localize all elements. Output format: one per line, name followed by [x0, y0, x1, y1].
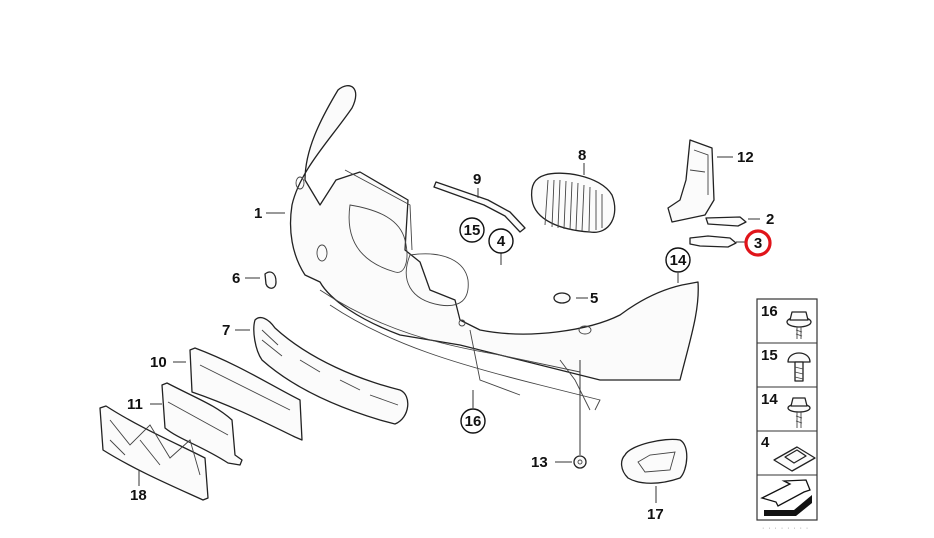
trim-strip[interactable]: [433, 181, 526, 233]
callout-1[interactable]: 1: [254, 205, 262, 222]
callout-12[interactable]: 12: [737, 149, 754, 166]
svg-text:4: 4: [497, 233, 506, 250]
callout-15[interactable]: 15: [459, 217, 485, 243]
direction-arrow-icon: [760, 479, 812, 516]
expanding-rivet[interactable]: [573, 360, 587, 469]
legend-label-14: 14: [761, 391, 778, 408]
pan-head-screw-icon: [787, 352, 811, 382]
callout-17[interactable]: 17: [647, 506, 664, 523]
svg-text:16: 16: [465, 413, 482, 430]
license-plate-base[interactable]: [189, 347, 303, 441]
square-nut-clip-icon: [773, 446, 816, 472]
legend-label-4: 4: [761, 434, 770, 451]
kidney-grille[interactable]: [530, 172, 616, 233]
cover-trim[interactable]: [620, 438, 688, 484]
callout-3-highlighted[interactable]: 3: [744, 229, 772, 257]
callout-7[interactable]: 7: [222, 322, 230, 339]
svg-text:14: 14: [670, 252, 687, 269]
mounting-frame[interactable]: [99, 405, 209, 501]
bracket-left[interactable]: [705, 216, 747, 227]
fastener-legend: 16 15 14 4: [756, 298, 818, 521]
legend-label-16: 16: [761, 303, 778, 320]
svg-text:15: 15: [464, 222, 481, 239]
svg-text:3: 3: [754, 235, 762, 252]
callout-2[interactable]: 2: [766, 211, 774, 228]
callout-10[interactable]: 10: [150, 354, 167, 371]
callout-13[interactable]: 13: [531, 454, 548, 471]
bumper-trim-panel[interactable]: [289, 85, 699, 411]
legend-label-15: 15: [761, 347, 778, 364]
callout-5[interactable]: 5: [590, 290, 598, 307]
callout-18[interactable]: 18: [130, 487, 147, 504]
hex-flange-screw-long-icon: [787, 397, 811, 428]
callout-9[interactable]: 9: [473, 171, 481, 188]
support-bracket[interactable]: [667, 139, 715, 223]
footer-code: · · · · · · · ·: [762, 525, 809, 532]
license-plate-holder[interactable]: [161, 382, 243, 466]
callout-8[interactable]: 8: [578, 147, 586, 164]
callout-4[interactable]: 4: [488, 228, 514, 254]
callout-11[interactable]: 11: [127, 396, 143, 413]
callout-14[interactable]: 14: [665, 247, 691, 273]
hex-flange-screw-icon: [786, 311, 812, 339]
cover-cap[interactable]: [264, 271, 277, 289]
plug-cap[interactable]: [553, 292, 571, 304]
lower-grille[interactable]: [253, 317, 409, 425]
callout-16[interactable]: 16: [460, 408, 486, 434]
callout-6[interactable]: 6: [232, 270, 240, 287]
bracket-right[interactable]: [689, 235, 737, 248]
